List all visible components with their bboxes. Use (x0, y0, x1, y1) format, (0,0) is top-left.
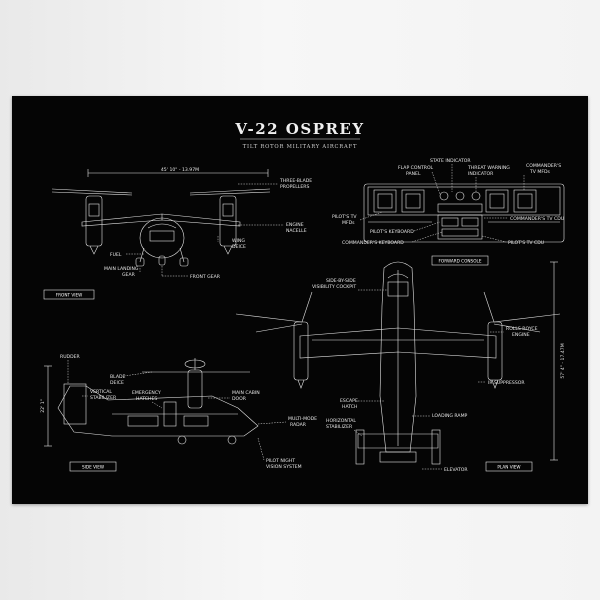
label-wing: WING (232, 238, 245, 244)
label-stabilizer-h: STABILIZER (326, 424, 353, 430)
label-multi-mode: MULTI-MODE (288, 416, 317, 422)
label-propellers: PROPELLERS (280, 184, 309, 190)
forward-console-drawing: STATE INDICATOR FLAP CONTROL PANEL THREA… (332, 158, 565, 266)
side-view-caption: SIDE VIEW (82, 465, 104, 470)
label-front-gear: FRONT GEAR (190, 274, 221, 280)
front-view-caption: FRONT VIEW (56, 293, 83, 298)
label-nacelle: NACELLE (286, 228, 307, 234)
label-three-blade: THREE-BLADE (279, 178, 312, 184)
plan-view-drawing: 57' 4" - 17.47M SIDE-BY-SIDE VISIBILITY … (235, 261, 566, 473)
label-blade: BLADE (110, 374, 125, 380)
label-panel: PANEL (406, 171, 421, 177)
label-loading-ramp: LOADING RAMP (432, 413, 468, 419)
label-vision-system: VISION SYSTEM (266, 464, 302, 470)
label-flap-control: FLAP CONTROL (398, 165, 434, 171)
poster-title: V-22 OSPREY (234, 120, 364, 138)
label-stabilizer-v: STABILIZER (90, 395, 117, 401)
label-pilots-tv-cdu: PILOT'S TV CDU (508, 240, 544, 246)
label-hatches: HATCHES (136, 396, 157, 402)
label-rolls-royce: ROLLS ROYCE (506, 326, 538, 332)
label-radar: RADAR (290, 422, 307, 428)
label-state-indicator: STATE INDICATOR (430, 158, 471, 164)
label-pilot-night: PILOT NIGHT (266, 458, 295, 464)
label-mfds: MFDs (342, 220, 355, 226)
label-door: DOOR (232, 396, 247, 402)
label-ir-suppressor: IR SUPPRESSOR (488, 380, 525, 386)
label-pilots-keyboard: PILOT'S KEYBOARD (370, 229, 414, 235)
plan-dimension: 57' 4" - 17.47M (560, 343, 566, 378)
label-main-cabin: MAIN CABIN (232, 390, 260, 396)
label-emergency: EMERGENCY (132, 390, 161, 396)
side-dimension: 22' 1" (40, 399, 46, 413)
label-horizontal: HORIZONTAL (326, 418, 356, 424)
label-commanders-tv-cdu: COMMANDER'S TV CDU (510, 216, 564, 222)
blueprint-drawing: V-22 OSPREY TILT ROTOR MILITARY AIRCRAFT… (40, 120, 566, 473)
side-view-drawing: 22' 1" RUDDER BLADE DEICE VERTICAL STABI… (40, 354, 317, 472)
label-main-landing: MAIN LANDING (104, 266, 139, 272)
label-elevator: ELEVATOR (444, 467, 468, 473)
label-vertical: VERTICAL (90, 389, 112, 395)
label-side-by-side: SIDE-BY-SIDE (326, 278, 356, 284)
label-engine-plan: ENGINE (512, 332, 530, 338)
label-commanders: COMMANDER'S (526, 163, 561, 169)
label-pilots-tv: PILOT'S TV (332, 214, 357, 220)
label-fuel: FUEL (110, 252, 122, 258)
front-dimension: 45' 10" - 13.97M (161, 167, 199, 173)
label-deice: DEICE (232, 244, 246, 250)
label-engine: ENGINE (286, 222, 304, 228)
blueprint-poster: V-22 OSPREY TILT ROTOR MILITARY AIRCRAFT… (12, 96, 588, 504)
label-visibility-cockpit: VISIBILITY COCKPIT (312, 284, 356, 290)
label-tv-mfds: TV MFDs (529, 169, 551, 175)
label-threat-warning: THREAT WARNING (467, 165, 510, 171)
label-gear: GEAR (122, 272, 136, 278)
label-indicator: INDICATOR (468, 171, 494, 177)
label-escape: ESCAPE (340, 398, 358, 404)
label-commanders-keyboard: COMMANDER'S KEYBOARD (342, 240, 404, 246)
plan-view-caption: PLAN VIEW (497, 465, 520, 470)
forward-console-caption: FORWARD CONSOLE (439, 259, 482, 264)
label-blade-deice: DEICE (110, 380, 124, 386)
front-view-drawing: 45' 10" - 13.97M THREE-BLADE PROPELLERS … (43, 167, 312, 300)
poster-subtitle: TILT ROTOR MILITARY AIRCRAFT (243, 144, 357, 150)
label-rudder: RUDDER (60, 354, 81, 360)
label-hatch: HATCH (342, 404, 357, 410)
